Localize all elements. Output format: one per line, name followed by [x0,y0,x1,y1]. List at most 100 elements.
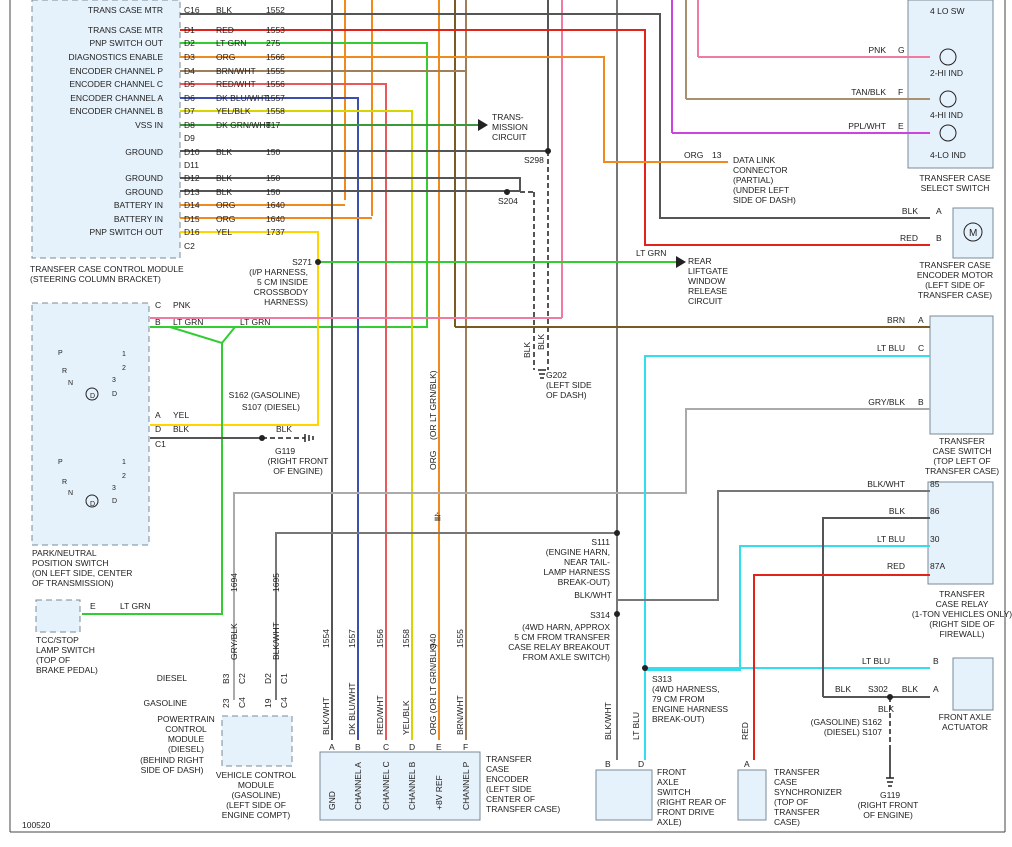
pnp-position: D [90,393,95,400]
tccm-pin-circuit: 150 [266,147,280,157]
pnp-position: D [90,501,95,508]
tccm-pin-color: ORG [216,214,235,224]
pcm-gas-pin: C4 [237,697,247,708]
encoder-wire-circuit: 1555 [455,629,465,648]
svg-text:⩭: ⩭ [434,510,441,524]
tccm-pin-label: VSS IN [135,120,163,130]
splice-s162-s107: (GASOLINE) S162(DIESEL) S107 [811,717,883,737]
pcm-gas-pin: C4 [279,697,289,708]
pnp-pin: B [155,317,161,327]
actuator-pin-b: B [933,656,939,666]
case-switch-wire-color: GRY/BLK [868,397,905,407]
encoder-terminal: +8V REF [434,775,444,810]
select-switch-wire-pin: F [898,87,903,97]
encoder-wire-color: DK BLU/WHT [347,683,357,735]
pnp-switch-box [31,302,150,546]
tcc-pin: E [90,601,96,611]
tccm-pin-color: BLK [216,147,232,157]
select-switch-wire-pin: E [898,121,904,131]
pnp-wire-pnk: PNK [173,300,191,310]
pcm-gas-pin: 19 [263,698,273,708]
encoder-wire-color: YEL/BLK [401,700,411,735]
sync-wire: RED [740,722,750,740]
tccm-pin-label: TRANS CASE MTR [88,25,163,35]
tccm-pin-label: DIAGNOSTICS ENABLE [69,52,164,62]
actuator-wire-ltblu: LT BLU [862,656,890,666]
pnp-pin: C [155,300,161,310]
select-switch-wire-color: TAN/BLK [851,87,886,97]
s111-blkwht: BLK/WHT [574,590,612,600]
encoder-pin: D [409,742,415,752]
pcm-diesel-pin: C1 [279,673,289,684]
case-switch-wire-pin: B [918,397,924,407]
splice-s162: S162 (GASOLINE) [229,390,301,400]
splice-s204: S204 [498,196,518,206]
splice-s298-dot [545,148,551,154]
wire-d2-ltgrn [180,42,428,328]
splice-s313: S313 [652,674,672,684]
tccm-pin-label: GROUND [125,173,163,183]
encoder-wire-circuit: 1558 [401,629,411,648]
tccm-pin-color: LT GRN [216,38,246,48]
pnp-pin: A [155,410,161,420]
tccm-pin-label: PNP SWITCH OUT [89,38,163,48]
tccm-pin-label: PNP SWITCH OUT [89,227,163,237]
pnp-position: 1 [122,351,126,358]
pnp-position: 2 [122,365,126,372]
synchronizer-box [737,769,767,821]
tcc-wire: LT GRN [120,601,150,611]
fas-pin-d: D [638,759,644,769]
splice-s314-dot [614,611,620,617]
tccm-pin-circuit: 1640 [266,200,285,210]
encoder-motor-symbol: M [969,228,977,239]
pnp-position: 3 [112,377,116,384]
tccm-pin-number: D3 [184,52,195,62]
tccm-pin-label: GROUND [125,147,163,157]
tccm-pin-number: D15 [184,214,200,224]
case-switch-box [929,315,994,435]
wire-ltblu-case [644,355,930,760]
wire-c16-blk [180,13,930,219]
pnp-wire-ltgrn-2: LT GRN [240,317,270,327]
tccm-pin-number: D6 [184,93,195,103]
tccm-pin-circuit: 150 [266,187,280,197]
front-axle-switch-box [595,769,653,821]
select-switch-wire-pin: G [898,45,905,55]
encoder-terminal: CHANNEL B [407,761,417,810]
case-relay-wire-color: RED [887,561,905,571]
splice-s111: S111 [591,537,610,547]
tccm-pin-label: BATTERY IN [114,200,163,210]
tccm-pin-circuit: 275 [266,38,280,48]
splice-s271-dot [315,259,321,265]
symbols: ⩭ [85,48,983,787]
wire-relay-blkwht [617,490,930,601]
encoder-org-alt: (OR LT GRN/BLK) [428,370,438,440]
motor-icon [963,222,983,242]
tccm-pin-number: D10 [184,147,200,157]
tccm-pin-circuit: 1556 [266,79,285,89]
pcm-wire-1: GRY/BLK [229,623,239,660]
case-relay-wire-color: BLK/WHT [867,479,905,489]
encoder-motor-wire-pin: A [936,206,942,216]
tccm-pin-label: GROUND [125,187,163,197]
component-boxes [31,0,994,821]
tcc-stop-box [35,599,81,633]
tccm-pin-label: ENCODER CHANNEL A [70,93,163,103]
ground-g119: G119 [275,446,295,456]
tccm-pin-label: BATTERY IN [114,214,163,224]
wire-d3-org [180,56,728,163]
tccm-pin-label: ENCODER CHANNEL B [70,106,164,116]
tccm-pin-circuit: 1557 [266,93,285,103]
sync-pin: A [744,759,750,769]
pnp-position: 1 [122,459,126,466]
tccm-pin-number: D7 [184,106,195,116]
splice-s313-dot [642,665,648,671]
